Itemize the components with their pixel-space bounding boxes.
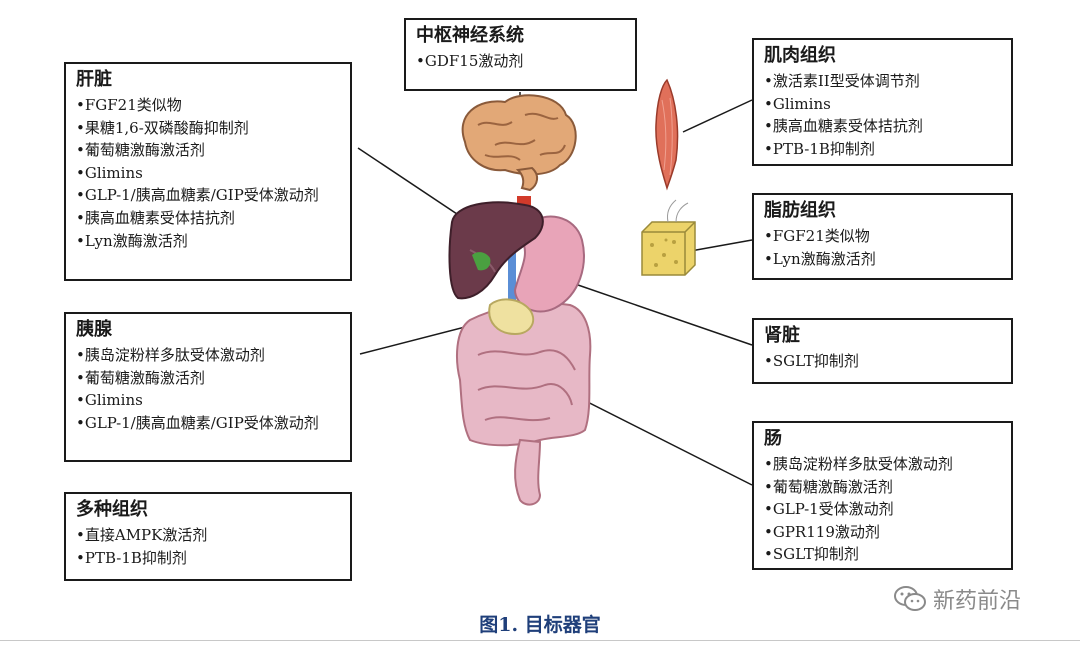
intestine-icon — [456, 302, 592, 506]
fat-box: 脂肪组织 FGF21类似物 Lyn激酶激活剂 — [752, 193, 1013, 280]
liver-title: 肝脏 — [76, 69, 112, 90]
list-item: Lyn激酶激活剂 — [76, 230, 342, 253]
fat-icon — [641, 199, 696, 276]
list-item: 胰岛淀粉样多肽受体激动剂 — [764, 453, 1003, 476]
muscle-icon — [655, 78, 679, 191]
connector-muscle — [682, 99, 753, 133]
list-item: 葡萄糖激酶激活剂 — [76, 367, 342, 390]
list-item: GLP-1/胰高血糖素/GIP受体激动剂 — [76, 412, 342, 435]
pancreas-title: 胰腺 — [76, 319, 112, 340]
liver-icon — [448, 201, 544, 300]
list-item: 胰岛淀粉样多肽受体激动剂 — [76, 344, 342, 367]
list-item: Glimins — [764, 93, 1003, 116]
list-item: 激活素II型受体调节剂 — [764, 70, 1003, 93]
list-item: FGF21类似物 — [76, 94, 342, 117]
divider — [0, 640, 1080, 641]
list-item: Lyn激酶激活剂 — [764, 248, 1003, 271]
fat-title: 脂肪组织 — [764, 200, 836, 221]
kidney-box: 肾脏 SGLT抑制剂 — [752, 318, 1013, 384]
list-item: PTB-1B抑制剂 — [764, 138, 1003, 161]
gut-box: 肠 胰岛淀粉样多肽受体激动剂 葡萄糖激酶激活剂 GLP-1受体激动剂 GPR11… — [752, 421, 1013, 570]
list-item: GPR119激动剂 — [764, 521, 1003, 544]
watermark: 新药前沿 — [893, 583, 1021, 615]
liver-box: 肝脏 FGF21类似物 果糖1,6-双磷酸酶抑制剂 葡萄糖激酶激活剂 Glimi… — [64, 62, 352, 281]
connector-kidney — [577, 284, 753, 346]
wechat-icon — [894, 586, 926, 611]
pancreas-icon — [488, 298, 535, 336]
watermark-text: 新药前沿 — [933, 589, 1022, 614]
list-item: Glimins — [76, 162, 342, 185]
list-item: 直接AMPK激活剂 — [76, 524, 342, 547]
cns-box: 中枢神经系统 GDF15激动剂 — [404, 18, 637, 91]
multi-tissue-title: 多种组织 — [76, 499, 148, 520]
list-item: SGLT抑制剂 — [764, 350, 1003, 373]
list-item: Glimins — [76, 389, 342, 412]
list-item: PTB-1B抑制剂 — [76, 547, 342, 570]
list-item: 胰高血糖素受体拮抗剂 — [764, 115, 1003, 138]
list-item: 葡萄糖激酶激活剂 — [76, 139, 342, 162]
list-item: 果糖1,6-双磷酸酶抑制剂 — [76, 117, 342, 140]
kidney-title: 肾脏 — [764, 325, 800, 346]
muscle-title: 肌肉组织 — [764, 45, 836, 66]
list-item: SGLT抑制剂 — [764, 543, 1003, 566]
connector-fat — [684, 239, 753, 253]
brain-icon — [461, 94, 577, 192]
list-item: 葡萄糖激酶激活剂 — [764, 476, 1003, 499]
muscle-box: 肌肉组织 激活素II型受体调节剂 Glimins 胰高血糖素受体拮抗剂 PTB-… — [752, 38, 1013, 166]
figure-caption: 图1. 目标器官 — [479, 614, 601, 636]
list-item: FGF21类似物 — [764, 225, 1003, 248]
list-item: GLP-1/胰高血糖素/GIP受体激动剂 — [76, 184, 342, 207]
list-item: GDF15激动剂 — [416, 50, 627, 73]
pancreas-box: 胰腺 胰岛淀粉样多肽受体激动剂 葡萄糖激酶激活剂 Glimins GLP-1/胰… — [64, 312, 352, 462]
gut-title: 肠 — [764, 428, 782, 449]
cns-title: 中枢神经系统 — [416, 25, 524, 46]
list-item: GLP-1受体激动剂 — [764, 498, 1003, 521]
multi-tissue-box: 多种组织 直接AMPK激活剂 PTB-1B抑制剂 — [64, 492, 352, 581]
list-item: 胰高血糖素受体拮抗剂 — [76, 207, 342, 230]
